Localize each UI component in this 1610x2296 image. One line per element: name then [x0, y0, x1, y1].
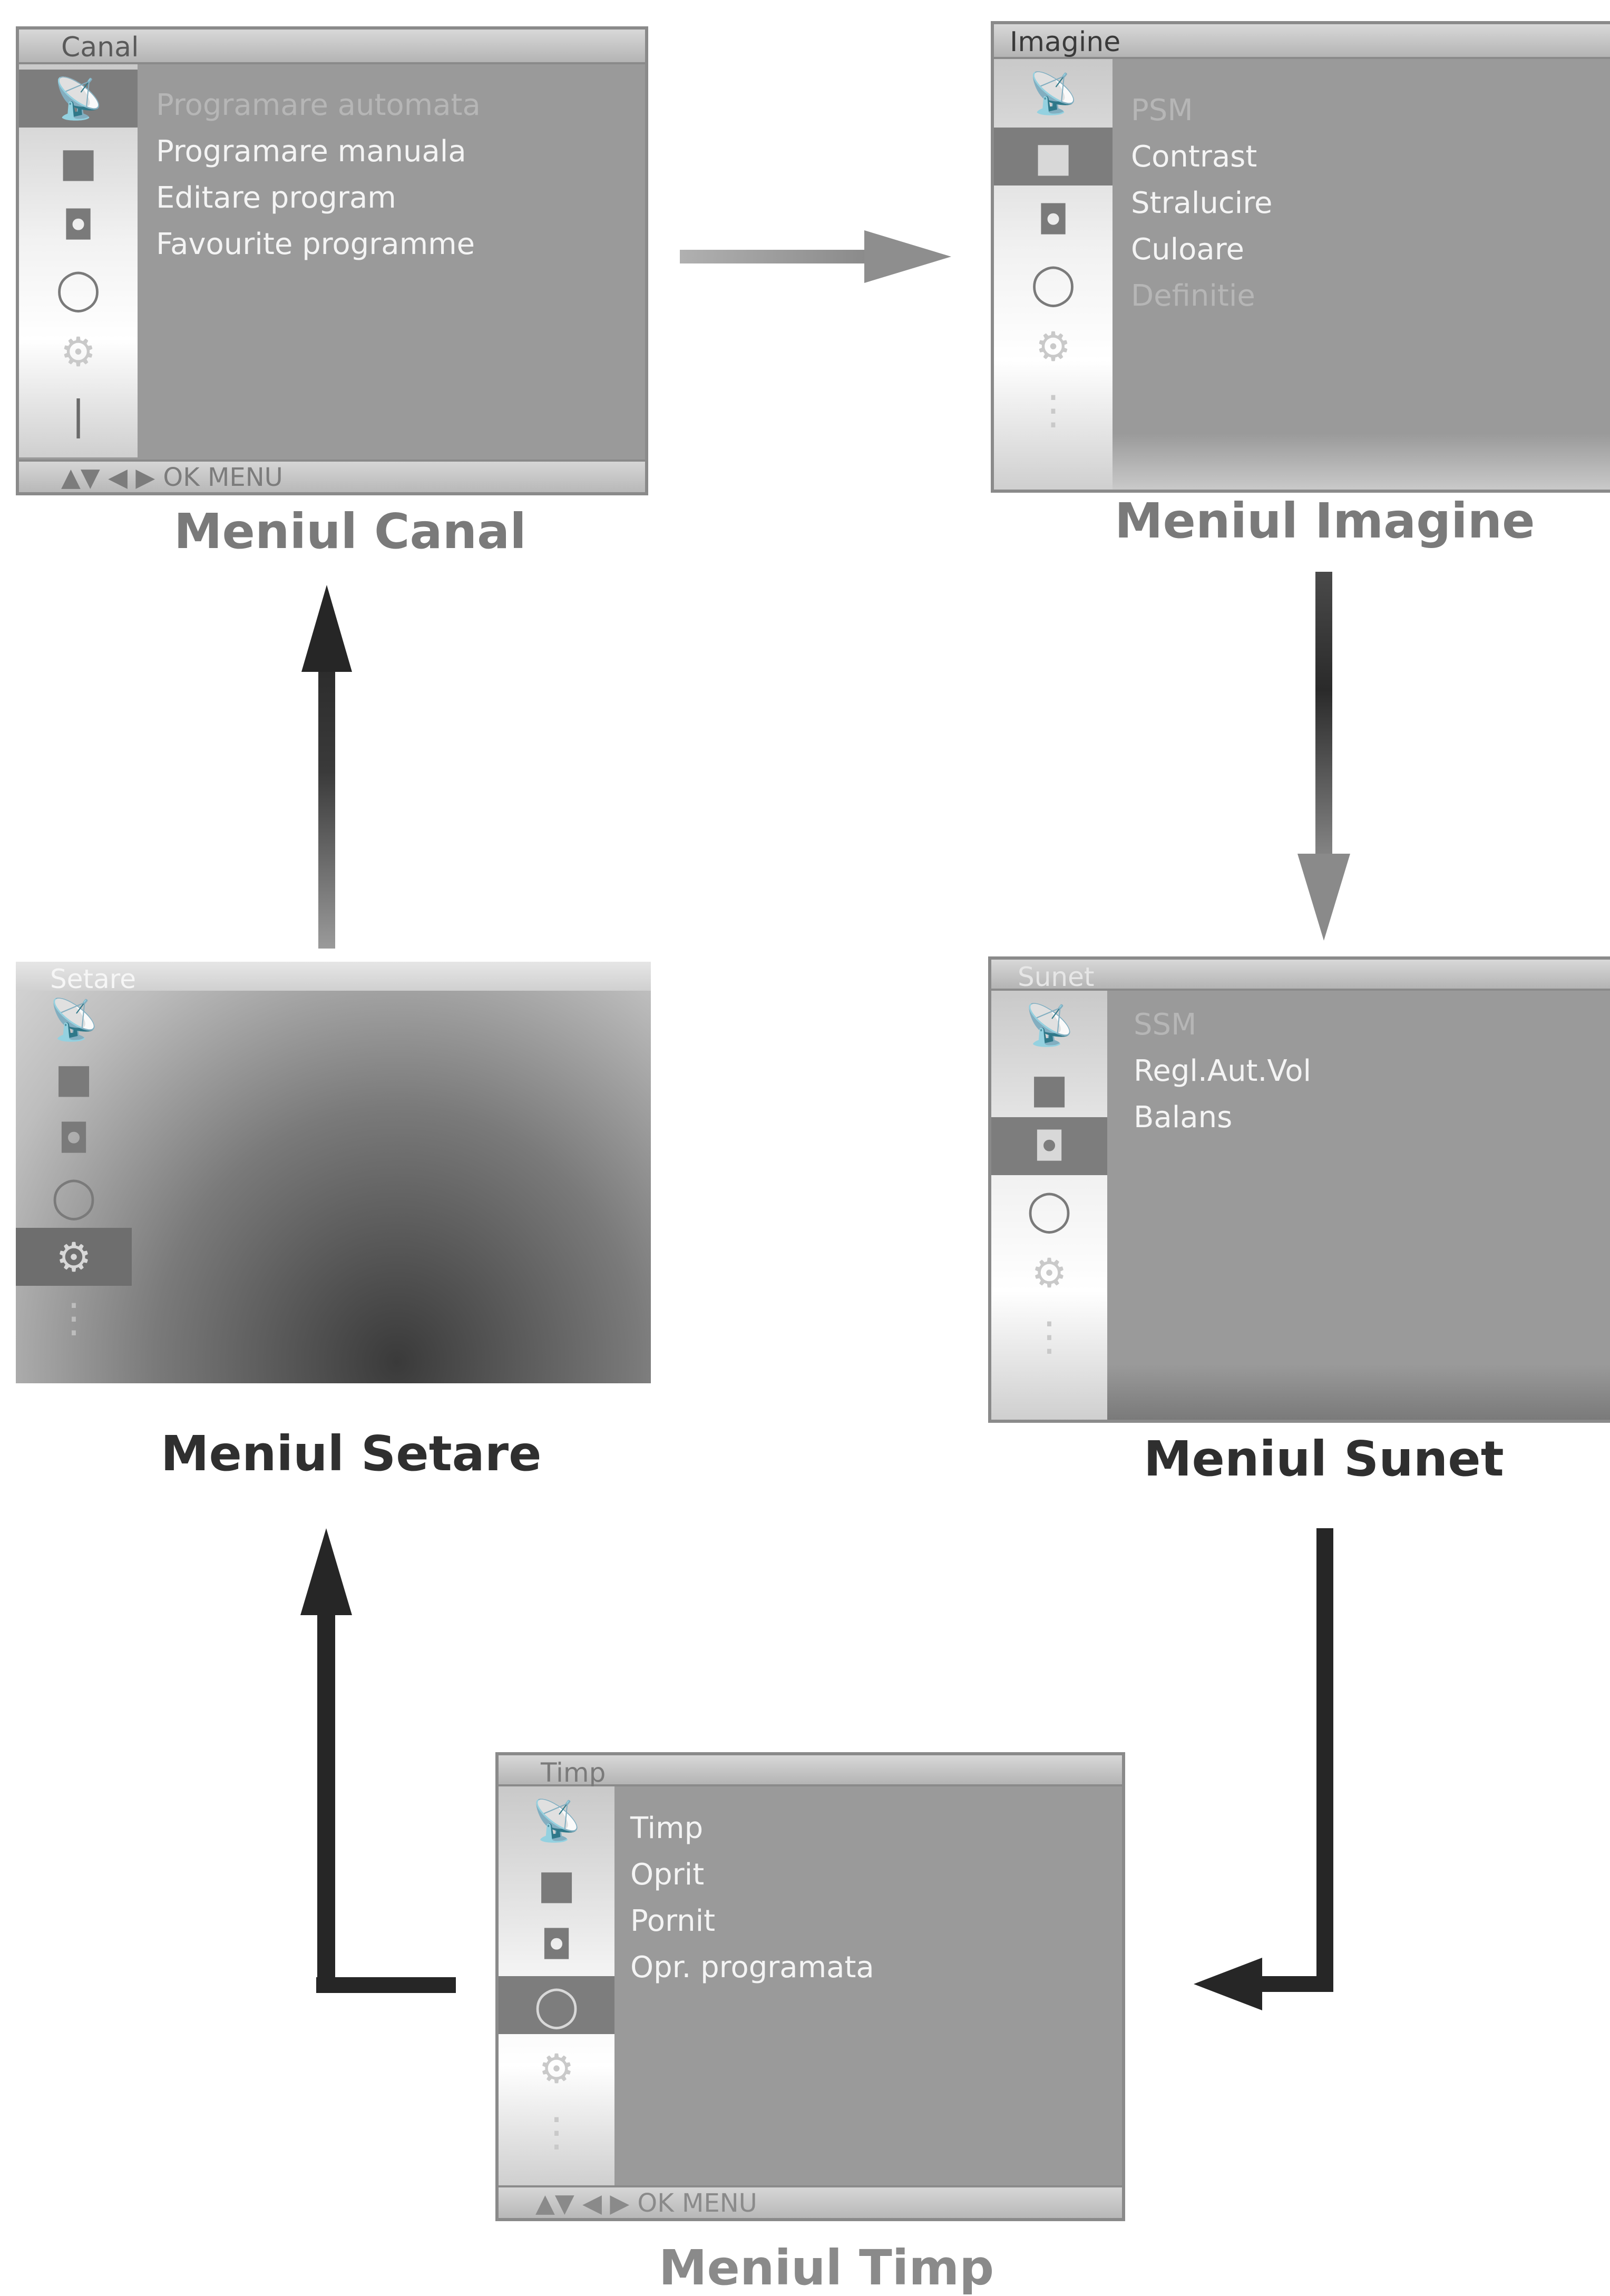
picture-icon[interactable]: ■ — [1030, 1064, 1068, 1112]
satellite-dish-icon[interactable]: 📡 — [531, 1797, 582, 1844]
arrow-timp-to-setare — [300, 1528, 456, 1993]
menu-item-culoare[interactable]: Culoare — [1131, 232, 1244, 267]
menu-item-oprit[interactable]: Oprit — [630, 1858, 705, 1892]
menu-item-editare-program[interactable]: Editare program — [156, 181, 396, 215]
menu-item-regl-aut-vol[interactable]: Regl.Aut.Vol — [1134, 1054, 1312, 1088]
timp-footer-hints: ▲▼ ◀ ▶ OK MENU — [535, 2188, 757, 2218]
timp-title: Timp — [541, 1757, 606, 1788]
clock-icon[interactable]: ◯ — [499, 1976, 614, 2034]
satellite-dish-icon[interactable]: 📡 — [48, 996, 99, 1043]
sunet-caption: Meniul Sunet — [1144, 1431, 1504, 1487]
lock-icon[interactable]: ⋮ — [536, 2108, 577, 2155]
arrow-canal-to-imagine — [680, 230, 951, 283]
clock-icon[interactable]: ◯ — [51, 1173, 96, 1220]
imagine-title-bar: Imagine — [994, 24, 1610, 59]
arrow-imagine-to-sunet — [1297, 572, 1350, 941]
arrow-sunet-to-timp — [1194, 1528, 1333, 2010]
menu-item-opr-programata[interactable]: Opr. programata — [630, 1950, 874, 1985]
picture-icon[interactable]: ■ — [538, 1860, 575, 1908]
sunet-icon-bar: 📡 ■ ◘ ◯ ⚙ ⋮ — [991, 991, 1107, 1420]
timp-caption: Meniul Timp — [659, 2240, 994, 2296]
timp-menu-list: Timp Oprit Pornit Opr. programata — [630, 1805, 1122, 1991]
setare-caption: Meniul Setare — [161, 1425, 542, 1482]
menu-item-stralucire[interactable]: Stralucire — [1131, 186, 1273, 220]
sunet-title: Sunet — [1018, 962, 1095, 992]
picture-icon[interactable]: ■ — [59, 138, 97, 185]
setare-menu-panel: Setare 📡 ■ ◘ ◯ ⚙ ⋮ — [16, 962, 651, 1383]
sunet-menu-panel: Sunet 📡 ■ ◘ ◯ ⚙ ⋮ SSM Regl.Aut.Vol Balan… — [988, 956, 1610, 1423]
timp-menu-panel: Timp 📡 ■ ◘ ◯ ⚙ ⋮ Timp Oprit Pornit Opr. … — [495, 1752, 1125, 2221]
picture-icon[interactable]: ■ — [55, 1054, 93, 1101]
sunet-menu-list: SSM Regl.Aut.Vol Balans — [1134, 1002, 1610, 1141]
canal-caption: Meniul Canal — [174, 503, 526, 560]
setup-icon[interactable]: ⚙ — [1035, 323, 1071, 370]
imagine-menu-panel: Imagine 📡 ■ ◘ ◯ ⚙ ⋮ PSM Contrast Straluc… — [991, 21, 1610, 493]
imagine-caption: Meniul Imagine — [1115, 493, 1535, 549]
setare-title-bar: Setare — [16, 962, 651, 994]
timp-title-bar: Timp — [499, 1755, 1122, 1788]
satellite-dish-icon[interactable]: 📡 — [1024, 1001, 1075, 1048]
menu-item-pornit[interactable]: Pornit — [630, 1904, 716, 1938]
satellite-dish-icon[interactable]: 📡 — [1028, 70, 1078, 116]
setup-icon[interactable]: ⚙ — [538, 2045, 575, 2092]
sunet-title-bar: Sunet — [991, 960, 1610, 992]
canal-footer-hints: ▲▼ ◀ ▶ OK MENU — [61, 463, 283, 492]
clock-icon[interactable]: ◯ — [1027, 1186, 1072, 1233]
setare-icon-bar: 📡 ■ ◘ ◯ ⚙ ⋮ — [16, 991, 132, 1383]
canal-title-bar: Canal — [19, 30, 645, 64]
canal-footer: ▲▼ ◀ ▶ OK MENU — [19, 460, 645, 492]
speaker-icon[interactable]: ◘ — [540, 1921, 573, 1968]
picture-icon[interactable]: ■ — [994, 128, 1113, 185]
lock-icon[interactable]: ⋮ — [1029, 1312, 1069, 1360]
lock-icon[interactable]: ⋮ — [1033, 386, 1074, 433]
imagine-title: Imagine — [1010, 26, 1121, 58]
imagine-icon-bar: 📡 ■ ◘ ◯ ⚙ ⋮ — [994, 59, 1113, 490]
menu-item-programare-manuala[interactable]: Programare manuala — [156, 134, 466, 169]
clock-icon[interactable]: ◯ — [1030, 259, 1076, 307]
timp-footer: ▲▼ ◀ ▶ OK MENU — [499, 2185, 1122, 2218]
speaker-icon[interactable]: ◘ — [57, 1115, 90, 1162]
menu-item-favourite-programme[interactable]: Favourite programme — [156, 227, 475, 261]
speaker-icon[interactable]: ◘ — [991, 1117, 1107, 1175]
setup-icon[interactable]: ⚙ — [1031, 1249, 1068, 1296]
satellite-dish-icon[interactable]: 📡 — [19, 70, 138, 128]
speaker-icon[interactable]: ◘ — [62, 201, 94, 249]
menu-item-timp[interactable]: Timp — [630, 1811, 704, 1845]
clock-icon[interactable]: ◯ — [55, 265, 101, 312]
menu-item-definitie[interactable]: Definitie — [1131, 279, 1255, 313]
menu-item-psm[interactable]: PSM — [1131, 93, 1193, 128]
canal-menu-list: Programare automata Programare manuala E… — [156, 82, 645, 268]
lock-icon[interactable]: ⋮ — [54, 1294, 94, 1341]
lock-icon[interactable]: | — [71, 391, 85, 438]
imagine-menu-list: PSM Contrast Stralucire Culoare Definiti… — [1131, 87, 1610, 319]
setare-title: Setare — [50, 964, 136, 994]
canal-title: Canal — [61, 32, 139, 63]
canal-icon-bar: 📡 ■ ◘ ◯ ⚙ | — [19, 64, 138, 457]
menu-item-balans[interactable]: Balans — [1134, 1100, 1233, 1135]
menu-item-programare-automata[interactable]: Programare automata — [156, 88, 481, 122]
speaker-icon[interactable]: ◘ — [1037, 196, 1069, 243]
arrow-setare-to-canal — [301, 585, 352, 949]
menu-item-contrast[interactable]: Contrast — [1131, 140, 1257, 174]
menu-item-ssm[interactable]: SSM — [1134, 1008, 1197, 1042]
setup-icon[interactable]: ⚙ — [16, 1228, 132, 1286]
setup-icon[interactable]: ⚙ — [60, 328, 96, 375]
canal-menu-panel: Canal 📡 ■ ◘ ◯ ⚙ | Programare automata Pr… — [16, 26, 648, 495]
timp-icon-bar: 📡 ■ ◘ ◯ ⚙ ⋮ — [499, 1786, 614, 2185]
